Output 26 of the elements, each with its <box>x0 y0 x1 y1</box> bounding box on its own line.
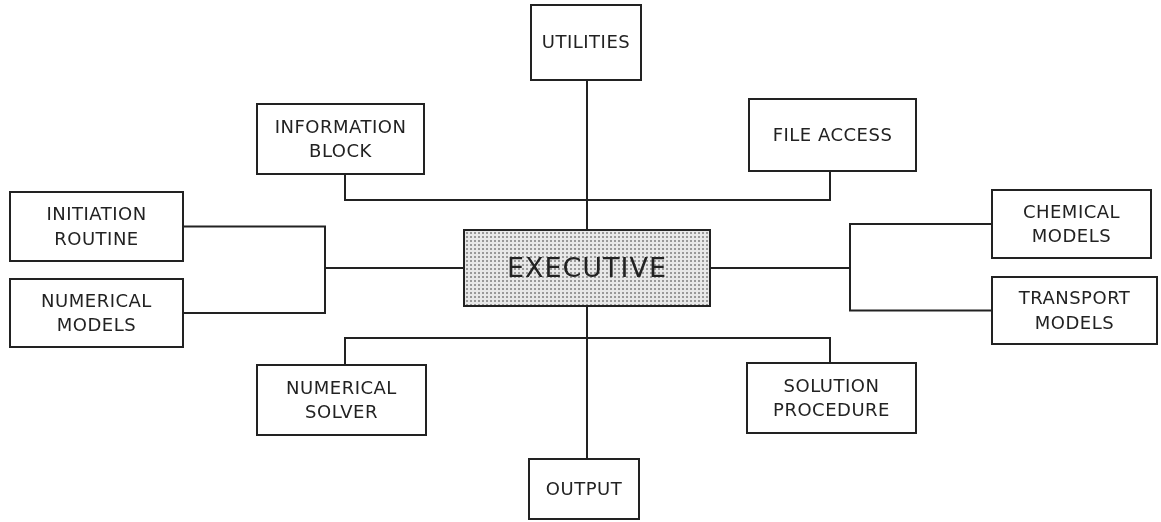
module-label: UTILITIES <box>541 30 631 55</box>
module-label: TRANSPORT MODELS <box>1017 286 1132 335</box>
connector-line <box>710 267 992 312</box>
module-label: NUMERICAL MODELS <box>40 288 153 337</box>
connector-line <box>183 267 464 314</box>
connector-line <box>586 171 831 230</box>
module-label: INFORMATION BLOCK <box>273 114 408 163</box>
module-box <box>746 362 917 434</box>
module-label: OUTPUT <box>545 476 623 501</box>
module-box <box>991 189 1152 259</box>
module-box <box>991 276 1158 345</box>
module-box <box>528 458 640 520</box>
connector-line <box>586 306 588 459</box>
module-label: FILE ACCESS <box>772 122 893 147</box>
executive-box <box>463 229 711 307</box>
module-box <box>256 364 427 436</box>
module-label: EXECUTIVE <box>506 250 668 285</box>
module-label: CHEMICAL MODELS <box>1021 199 1122 248</box>
module-label: INITIATION ROUTINE <box>45 202 148 251</box>
module-box <box>9 278 184 348</box>
module-box <box>748 98 917 172</box>
module-label: NUMERICAL SOLVER <box>285 375 398 424</box>
module-box <box>256 103 425 175</box>
module-box <box>9 191 184 262</box>
module-box <box>530 4 642 81</box>
module-label: SOLUTION PROCEDURE <box>772 373 891 422</box>
